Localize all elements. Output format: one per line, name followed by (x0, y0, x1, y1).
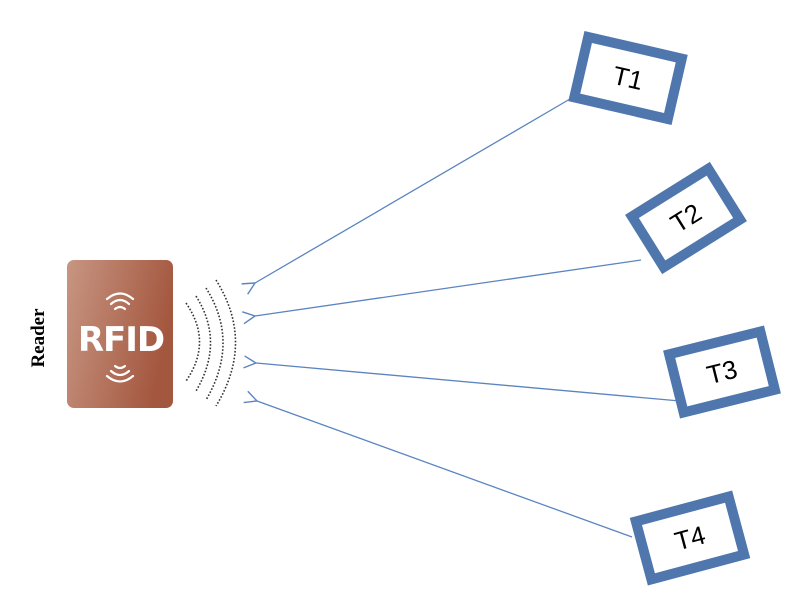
rfid-reader-icon: RFID (67, 260, 173, 408)
reader-device-text: RFID (78, 320, 164, 360)
link-line-t3 (256, 363, 681, 402)
tag-t4: T4 (629, 490, 751, 586)
reader-bottom-waves-icon (105, 364, 135, 383)
link-line-t2 (255, 259, 642, 316)
tag-t3: T3 (663, 325, 781, 419)
tag-t1-label: T1 (610, 60, 646, 96)
link-line-t1 (255, 98, 571, 283)
link-line-t4 (257, 401, 633, 538)
reader-top-waves-icon (105, 292, 135, 311)
tag-t2: T2 (625, 161, 747, 275)
signal-waves-icon (185, 279, 237, 407)
reader-label: Reader (28, 308, 49, 368)
tag-t3-label: T3 (704, 354, 741, 390)
tag-t1: T1 (568, 31, 688, 125)
link-lines (255, 98, 681, 538)
